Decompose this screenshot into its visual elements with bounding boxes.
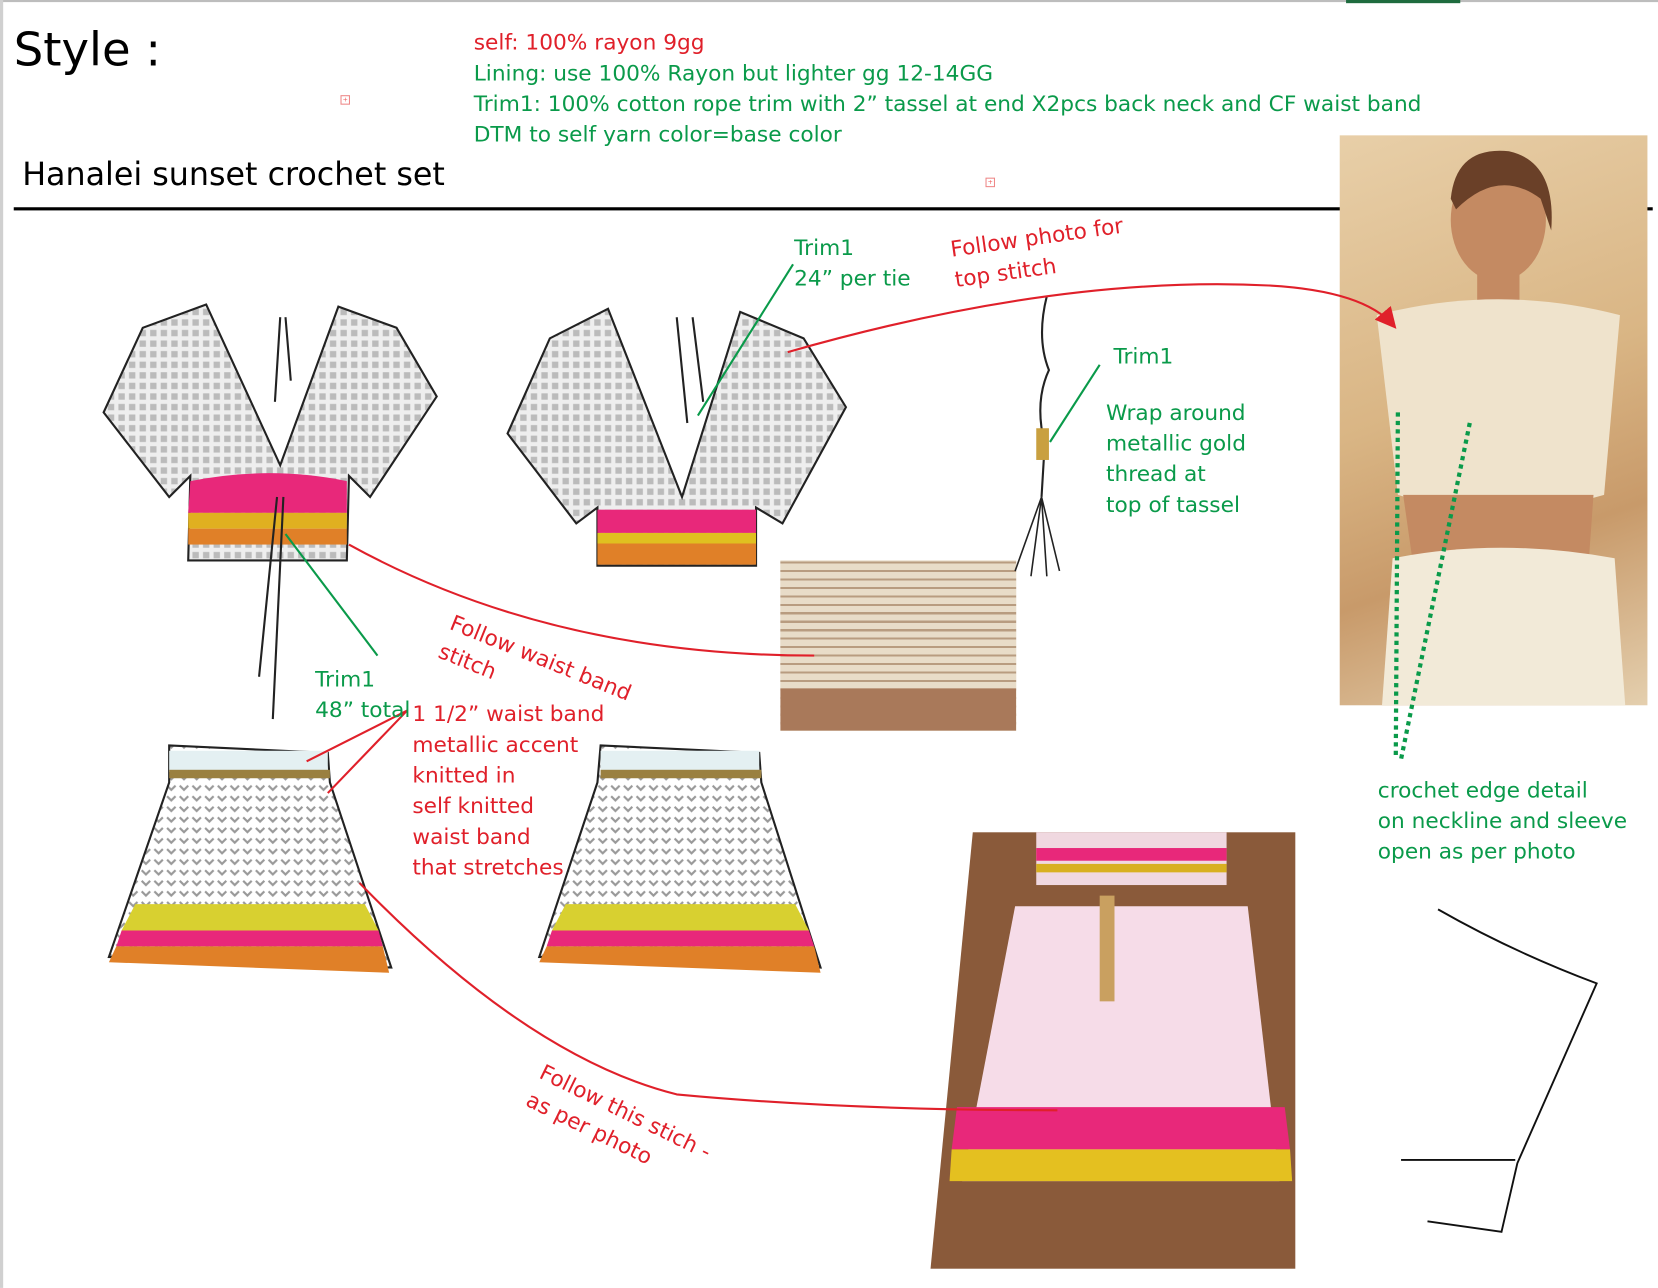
- note-line: on neckline and sleeve: [1377, 807, 1628, 834]
- note-line: top of tassel: [1106, 491, 1240, 518]
- trim-tie-length: 24” per tie: [794, 265, 911, 291]
- spec-list: self: 100% rayon 9gg Lining: use 100% Ra…: [474, 27, 1422, 150]
- note-line: self knitted: [412, 793, 534, 819]
- note-line: thread at: [1106, 461, 1206, 487]
- leader-trim-tie: [696, 263, 794, 417]
- spec-lining: Lining: use 100% Rayon but lighter gg 12…: [473, 60, 994, 86]
- anchor-marker: +: [985, 177, 996, 188]
- note-line: waist band: [412, 823, 531, 850]
- style-label: Style :: [13, 23, 162, 78]
- wrap-tassel-note: Wrap around metallic gold thread at top …: [1106, 398, 1246, 521]
- skin-area: [780, 688, 1017, 731]
- sleeve-flat-sketch: [1401, 908, 1598, 1233]
- trim-total-note: Trim1 48” total: [315, 664, 410, 725]
- anchor-marker: +: [340, 95, 350, 105]
- top-sketch-back: [506, 307, 848, 567]
- leader-waist-stitch: [348, 543, 815, 657]
- leader-crochet-edge: [1393, 412, 1472, 760]
- note-line: knitted in: [412, 762, 516, 788]
- left-border: [0, 0, 4, 1288]
- trim-tie-label: Trim1: [794, 234, 855, 261]
- skirt-sketch-back: [537, 744, 823, 973]
- top-border: [0, 0, 1658, 3]
- note-line: that stretches: [412, 854, 564, 880]
- leader-skirt-stitch: [358, 882, 1058, 1112]
- tassel-sketch: [1014, 295, 1061, 577]
- top-sketch-front: [102, 303, 438, 720]
- trim-tassel-label: Trim1: [1113, 343, 1174, 370]
- leader-top-stitch: [787, 283, 1397, 354]
- crochet-detail-photo: [780, 560, 1017, 731]
- spec-trim: Trim1: 100% cotton rope trim with 2” tas…: [473, 90, 1422, 117]
- spec-dtm: DTM to self yarn color=base color: [473, 121, 842, 147]
- page-title: Hanalei sunset crochet set: [22, 156, 445, 194]
- waist-band-note: 1 1/2” waist band metallic accent knitte…: [412, 699, 604, 883]
- active-tab-indicator: [1346, 0, 1461, 4]
- trim-tie-note: Trim1 24” per tie: [794, 233, 910, 294]
- leader-waist-band: [306, 709, 408, 794]
- note-line: 1 1/2” waist band: [412, 701, 605, 727]
- title-divider: [13, 207, 1653, 211]
- note-line: Wrap around: [1106, 399, 1246, 426]
- spec-self: self: 100% rayon 9gg: [473, 29, 705, 55]
- note-line: 48” total: [315, 696, 411, 723]
- note-line: crochet edge detail: [1377, 777, 1588, 803]
- crochet-edge-note: crochet edge detail on neckline and slee…: [1378, 775, 1627, 867]
- skirt-photo: [930, 832, 1338, 1269]
- model-illustration: [1376, 150, 1626, 706]
- leader-trim-total: [284, 533, 379, 657]
- note-line: Trim1: [315, 666, 376, 692]
- note-line: metallic gold: [1106, 430, 1246, 456]
- skirt-photo-illustration: [930, 832, 1296, 1269]
- leader-trim-tassel: [1049, 364, 1101, 443]
- note-line: metallic accent: [412, 731, 579, 758]
- skirt-sketch-front: [107, 744, 393, 973]
- model-top-photo: [1339, 135, 1648, 706]
- note-line: open as per photo: [1377, 838, 1576, 864]
